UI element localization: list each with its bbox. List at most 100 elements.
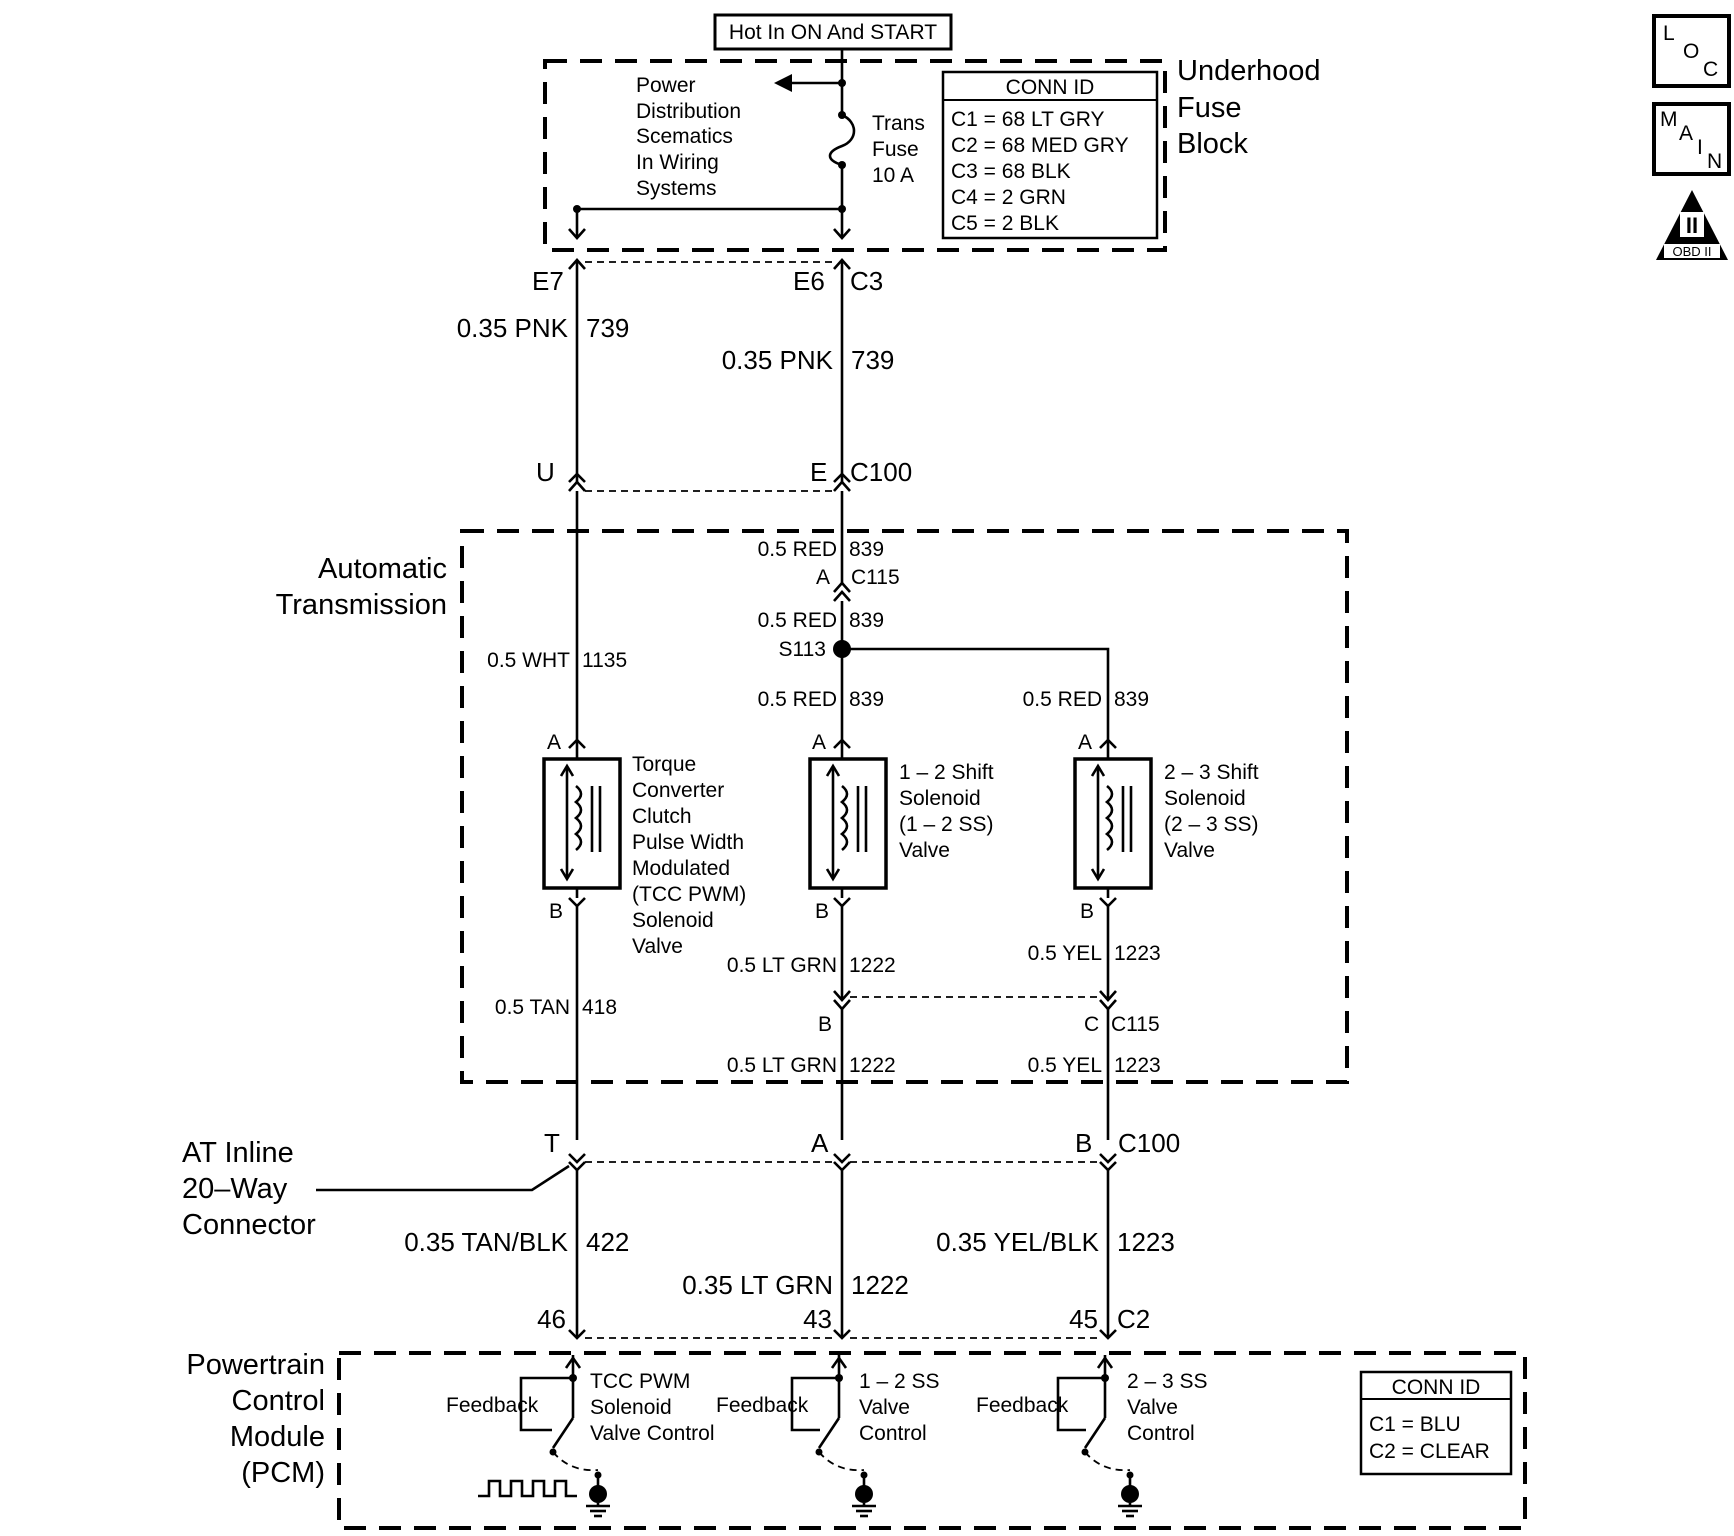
svg-text:1223: 1223 [1114, 1054, 1161, 1077]
svg-text:0.35 LT GRN: 0.35 LT GRN [682, 1270, 833, 1300]
svg-text:1 – 2 Shift: 1 – 2 Shift [899, 761, 994, 784]
svg-text:N: N [1707, 150, 1722, 173]
svg-text:L: L [1663, 22, 1675, 45]
svg-text:Transmission: Transmission [276, 589, 447, 621]
underhood-fuse-block: Underhood Fuse Block Power Distribution … [543, 49, 1321, 252]
svg-text:Converter: Converter [632, 779, 724, 802]
svg-text:Feedback: Feedback [716, 1394, 809, 1417]
main-badge[interactable]: M A I N [1652, 102, 1731, 176]
wires-upper: 0.35 PNK 739 0.35 PNK 739 [457, 262, 894, 482]
svg-text:C: C [1084, 1013, 1099, 1036]
svg-text:S113: S113 [779, 638, 827, 661]
svg-text:0.5 RED: 0.5 RED [758, 538, 837, 561]
svg-text:Control: Control [1127, 1422, 1195, 1445]
coil-icon [839, 784, 849, 852]
pcm-ss12-driver: Feedback 1 – 2 SS Valve Control [716, 1355, 940, 1518]
connector-c100-lower: T A B C100 [544, 1128, 1180, 1172]
svg-text:E: E [810, 457, 827, 487]
svg-text:0.35 TAN/BLK: 0.35 TAN/BLK [404, 1227, 568, 1257]
svg-text:46: 46 [537, 1304, 566, 1334]
svg-text:Module: Module [230, 1421, 325, 1453]
svg-text:Torque: Torque [632, 753, 696, 776]
svg-text:0.35 YEL/BLK: 0.35 YEL/BLK [936, 1227, 1100, 1257]
svg-text:0.35 PNK: 0.35 PNK [457, 313, 569, 343]
coil-icon [573, 784, 583, 852]
svg-text:A: A [816, 566, 830, 589]
svg-text:A: A [811, 1128, 829, 1158]
svg-text:Feedback: Feedback [446, 1394, 539, 1417]
svg-text:418: 418 [582, 996, 617, 1019]
svg-text:(1 – 2 SS): (1 – 2 SS) [899, 813, 994, 836]
svg-text:E6: E6 [793, 266, 825, 296]
svg-text:1223: 1223 [1117, 1227, 1175, 1257]
svg-text:0.5 YEL: 0.5 YEL [1028, 942, 1102, 965]
svg-text:Pulse Width: Pulse Width [632, 831, 744, 854]
svg-text:Control: Control [859, 1422, 927, 1445]
left-feed: 0.5 WHT 1135 [487, 491, 627, 740]
obd-ii-badge[interactable]: II OBD II [1656, 190, 1728, 260]
svg-text:Underhood: Underhood [1177, 55, 1321, 87]
svg-text:C: C [1703, 58, 1718, 81]
svg-text:C2 = CLEAR: C2 = CLEAR [1369, 1440, 1490, 1463]
svg-text:1222: 1222 [849, 954, 896, 977]
svg-text:43: 43 [803, 1304, 832, 1334]
svg-text:B: B [815, 900, 829, 923]
svg-text:1 – 2 SS: 1 – 2 SS [859, 1370, 940, 1393]
pcm-ss23-driver: Feedback 2 – 3 SS Valve Control [976, 1355, 1208, 1518]
svg-text:1135: 1135 [582, 649, 627, 672]
svg-text:Automatic: Automatic [318, 553, 447, 585]
svg-text:839: 839 [849, 688, 884, 711]
ss12-solenoid: 1 – 2 Shift Solenoid (1 – 2 SS) Valve [808, 757, 994, 890]
svg-text:Connector: Connector [182, 1209, 316, 1241]
svg-text:0.5 RED: 0.5 RED [758, 609, 837, 632]
svg-text:Valve: Valve [859, 1396, 910, 1419]
svg-text:(2 – 3 SS): (2 – 3 SS) [1164, 813, 1259, 836]
svg-text:Distribution: Distribution [636, 100, 741, 123]
svg-text:839: 839 [1114, 688, 1149, 711]
svg-text:Fuse: Fuse [1177, 92, 1241, 124]
tcc-pwm-solenoid: Torque Converter Clutch Pulse Width Modu… [542, 753, 746, 958]
svg-text:0.5 YEL: 0.5 YEL [1028, 1054, 1102, 1077]
svg-text:AT Inline: AT Inline [182, 1137, 294, 1169]
svg-text:O: O [1683, 40, 1699, 63]
svg-text:Fuse: Fuse [872, 138, 919, 161]
svg-text:1222: 1222 [849, 1054, 896, 1077]
svg-text:0.35 PNK: 0.35 PNK [722, 345, 834, 375]
svg-text:2 – 3 Shift: 2 – 3 Shift [1164, 761, 1259, 784]
svg-text:Solenoid: Solenoid [899, 787, 981, 810]
svg-text:C3: C3 [850, 266, 883, 296]
svg-text:10 A: 10 A [872, 164, 914, 187]
svg-text:Trans: Trans [872, 112, 925, 135]
svg-text:C4 = 2 GRN: C4 = 2 GRN [951, 186, 1066, 209]
svg-text:C115: C115 [1111, 1013, 1160, 1036]
svg-text:Powertrain: Powertrain [186, 1349, 325, 1381]
loc-badge[interactable]: L O C [1652, 14, 1731, 88]
svg-text:0.5 WHT: 0.5 WHT [487, 649, 570, 672]
svg-text:Valve: Valve [1127, 1396, 1178, 1419]
wires-lower: 0.35 TAN/BLK 422 0.35 LT GRN 1222 0.35 Y… [404, 1170, 1175, 1338]
at-inline-connector-label: AT Inline 20–Way Connector [182, 1137, 570, 1241]
pcm-tcc-driver: Feedback TCC PWM Solenoid Valve Control [446, 1355, 715, 1518]
svg-text:20–Way: 20–Way [182, 1173, 288, 1205]
automatic-transmission: Automatic Transmission [276, 529, 1349, 1084]
fuse-icon [828, 113, 856, 167]
svg-text:2 – 3 SS: 2 – 3 SS [1127, 1370, 1208, 1393]
svg-text:B: B [1080, 900, 1094, 923]
pcm: Powertrain Control Module (PCM) CONN ID … [186, 1349, 1527, 1530]
svg-text:CONN ID: CONN ID [1392, 1376, 1481, 1399]
svg-text:0.5 TAN: 0.5 TAN [495, 996, 570, 1019]
arrow-left-icon [774, 74, 792, 92]
svg-text:(PCM): (PCM) [241, 1457, 325, 1489]
svg-text:Valve: Valve [899, 839, 950, 862]
svg-text:739: 739 [586, 313, 629, 343]
svg-text:C100: C100 [850, 457, 912, 487]
svg-text:A: A [1078, 731, 1092, 754]
svg-text:Power: Power [636, 74, 696, 97]
svg-text:C100: C100 [1118, 1128, 1180, 1158]
connector-pcm-c2: 46 43 45 C2 [537, 1304, 1150, 1340]
svg-text:Solenoid: Solenoid [590, 1396, 672, 1419]
transmission-lower-wires: 0.5 LT GRN 1222 0.5 YEL 1223 0.5 TAN 418… [495, 906, 1161, 1140]
svg-text:A: A [547, 731, 561, 754]
svg-text:Clutch: Clutch [632, 805, 692, 828]
svg-text:U: U [536, 457, 555, 487]
